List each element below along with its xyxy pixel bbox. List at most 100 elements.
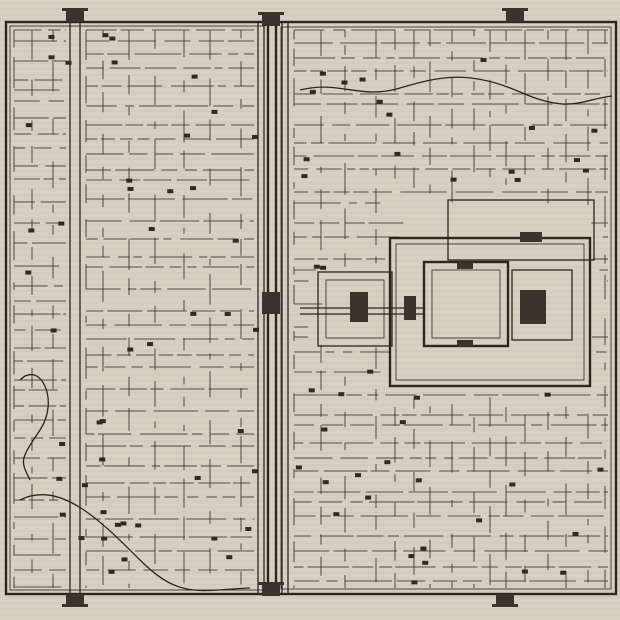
pavilion-icon — [25, 270, 32, 275]
pavilion-icon — [508, 169, 515, 174]
pavilion-icon — [319, 71, 326, 76]
pavilion-icon — [251, 469, 258, 474]
pavilion-icon — [295, 465, 302, 470]
pavilion-icon — [514, 177, 521, 182]
pavilion-icon — [303, 157, 310, 162]
pavilion-icon — [101, 536, 108, 541]
pavilion-icon — [148, 226, 155, 231]
pavilion-icon — [167, 189, 174, 194]
pavilion-icon — [58, 221, 65, 226]
pavilion-icon — [121, 557, 128, 562]
pavilion-icon — [413, 395, 420, 400]
pavilion-icon — [126, 178, 133, 183]
pavilion-icon — [99, 457, 106, 462]
pavilion-icon — [190, 186, 197, 191]
pavilion-icon — [252, 134, 259, 139]
pavilion-icon — [211, 536, 218, 541]
pavilion-icon — [96, 420, 103, 425]
canals — [19, 76, 613, 592]
street-grid-east — [293, 29, 608, 588]
pavilion-icon — [78, 536, 85, 541]
pavilion-icon — [509, 482, 516, 487]
pavilion-icon — [365, 495, 372, 500]
pavilion-icon — [384, 460, 391, 465]
pavilion-icon — [127, 186, 134, 191]
pavilion-icon — [420, 546, 427, 551]
pavilion-icon — [415, 478, 422, 483]
pavilion-icon — [572, 531, 579, 536]
pavilion-icon — [81, 483, 88, 488]
pavilion-icon — [127, 347, 134, 352]
pavilion-icon — [65, 60, 72, 65]
pavilion-icon — [521, 569, 528, 574]
pavilion-icon — [386, 112, 393, 117]
pavilion-icon — [359, 77, 366, 82]
pavilion-icon — [476, 518, 483, 523]
pavilion-icon — [322, 480, 329, 485]
pavilion-icon — [301, 174, 308, 179]
pavilion-icon — [399, 420, 406, 425]
street-grid-west — [13, 29, 254, 588]
pavilion-icon — [253, 327, 260, 332]
pavilion-icon — [597, 467, 604, 472]
pavilion-icon — [245, 527, 252, 532]
pavilion-icon — [191, 74, 198, 79]
pavilion-icon — [338, 392, 345, 397]
pavilion-icon — [135, 523, 142, 528]
pavilion-icon — [190, 311, 197, 316]
pavilion-icon — [450, 177, 457, 182]
pavilion-icon — [211, 109, 218, 114]
pavilion-icon — [232, 238, 239, 243]
palace-compound — [300, 199, 595, 388]
pavilion-icon — [320, 265, 327, 270]
gate-tower-icon — [62, 594, 88, 607]
pavilion-icon — [100, 510, 107, 515]
pavilion-icon — [99, 419, 106, 424]
pavilion-icon — [56, 476, 63, 481]
pavilion-icon — [394, 151, 401, 156]
pavilion-icon — [109, 36, 116, 41]
pavilion-icon — [184, 133, 191, 138]
pavilion-icon — [59, 512, 66, 517]
pavilion-icon — [50, 328, 57, 333]
pavilion-icon — [573, 158, 580, 163]
gate-tower-icon — [62, 8, 88, 22]
pavilion-markers — [25, 33, 604, 585]
pavilion-icon — [341, 80, 348, 85]
pavilion-icon — [422, 560, 429, 565]
pavilion-icon — [25, 123, 32, 128]
pavilion-icon — [544, 392, 551, 397]
pavilion-icon — [480, 58, 487, 63]
gate-tower-icon — [258, 582, 284, 596]
gate-tower-icon — [502, 8, 528, 22]
pavilion-icon — [376, 99, 383, 104]
pavilion-icon — [111, 60, 118, 65]
pavilion-icon — [333, 512, 340, 517]
pavilion-icon — [582, 168, 589, 173]
pavilion-icon — [48, 34, 55, 39]
pavilion-icon — [108, 569, 115, 574]
pavilion-icon — [28, 228, 35, 233]
pavilion-icon — [48, 55, 55, 60]
pavilion-icon — [560, 570, 567, 575]
canal-path — [19, 373, 49, 481]
pavilion-icon — [102, 33, 109, 38]
pavilion-icon — [114, 522, 121, 527]
pavilion-icon — [367, 369, 374, 374]
gate-tower-icon — [258, 12, 284, 26]
pavilion-icon — [120, 521, 127, 526]
pavilion-icon — [313, 264, 320, 269]
pavilion-icon — [321, 427, 328, 432]
pavilion-icon — [308, 388, 315, 393]
palace-compound-icon — [350, 232, 546, 347]
pavilion-icon — [147, 342, 154, 347]
gate-towers — [62, 8, 528, 607]
gate-tower-icon — [262, 292, 280, 314]
pavilion-icon — [59, 442, 66, 447]
pavilion-icon — [309, 89, 316, 94]
pavilion-icon — [528, 125, 535, 130]
pavilion-icon — [194, 475, 201, 480]
west-main-avenue — [69, 22, 81, 594]
pavilion-icon — [354, 473, 361, 478]
